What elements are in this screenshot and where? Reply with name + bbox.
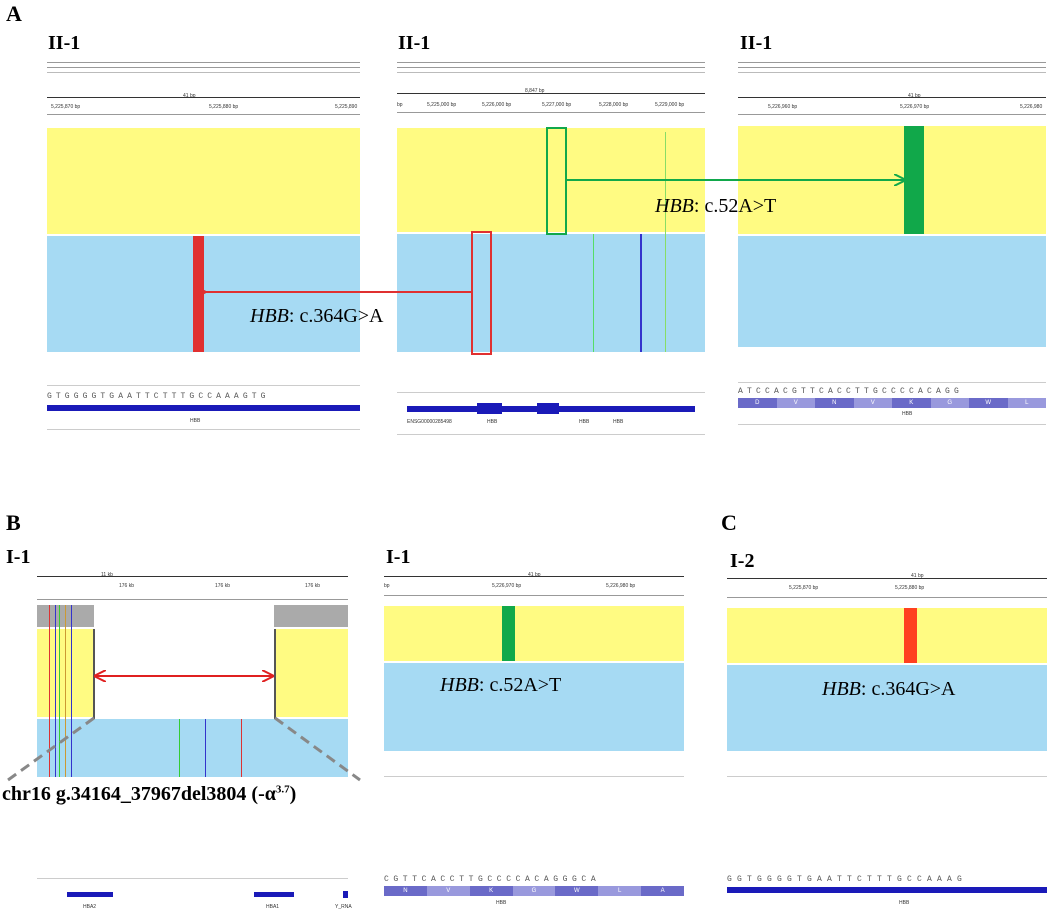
read-group-yellow bbox=[47, 128, 360, 234]
amino-acid: V bbox=[853, 398, 892, 408]
variant-column-red bbox=[904, 608, 917, 663]
span-label: 41 bp bbox=[908, 93, 921, 99]
amino-acid: G bbox=[930, 398, 969, 408]
read-group-blue bbox=[384, 663, 684, 751]
tick-label: 5,225,000 bp bbox=[427, 102, 457, 108]
amino-acid: A bbox=[641, 886, 685, 896]
span-label: 41 bp bbox=[528, 572, 541, 578]
igv-track-c: 41 bp 5,225,870 bp 5,225,880 bp GGTGGGGT… bbox=[727, 573, 1047, 915]
reference-sequence: ATCCACGTTCACCTTGCCCCACAGG bbox=[738, 387, 964, 396]
amino-acid: K bbox=[469, 886, 513, 896]
amino-acid: K bbox=[892, 398, 931, 408]
gene-label: HBB bbox=[902, 411, 913, 417]
gene-label: HBA2 bbox=[83, 904, 97, 910]
gene-label: HBB bbox=[496, 900, 507, 906]
tick-label: 176 kb bbox=[305, 583, 321, 589]
amino-acid: D bbox=[738, 398, 777, 408]
tick-label: 176 kb bbox=[119, 583, 135, 589]
amino-acid: W bbox=[969, 398, 1008, 408]
tick-label: 5,226,960 bp bbox=[768, 104, 798, 110]
gene-bar bbox=[47, 405, 360, 411]
gene-bar bbox=[254, 892, 294, 897]
amino-acid: L bbox=[1007, 398, 1046, 408]
dashed-guide-left bbox=[7, 716, 95, 782]
amino-acid: W bbox=[555, 886, 599, 896]
read-group-yellow bbox=[275, 629, 348, 717]
mutation-label-b-c52: HBB: c.52A>T bbox=[440, 674, 562, 696]
amino-acid: N bbox=[384, 886, 427, 896]
mutation-label-c52: HBB: c.52A>T bbox=[655, 195, 777, 217]
tick-label: 5,228,000 bp bbox=[599, 102, 629, 108]
track-title-a2: II-1 bbox=[398, 32, 431, 54]
tick-label: bp bbox=[384, 583, 390, 589]
span-label: 41 bp bbox=[911, 573, 924, 579]
mutation-label-c-c364: HBB: c.364G>A bbox=[822, 678, 956, 700]
gene-exon bbox=[537, 403, 559, 414]
gene-label: HBB bbox=[613, 419, 624, 425]
dashed-guide-right bbox=[274, 716, 361, 782]
tick-label: 5,225,870 bp bbox=[789, 585, 819, 591]
amino-acid: N bbox=[815, 398, 854, 408]
tick-label: 176 kb bbox=[215, 583, 231, 589]
gene-label: HBB bbox=[190, 418, 201, 424]
track-title-b2: I-1 bbox=[386, 546, 411, 568]
tick-label: 5,226,970 bp bbox=[900, 104, 930, 110]
amino-acid: V bbox=[776, 398, 815, 408]
amino-acid-track: D V N V K G W L bbox=[738, 398, 1046, 408]
panel-letter-a: A bbox=[6, 1, 22, 26]
amino-acid: G bbox=[512, 886, 556, 896]
variant-column-green bbox=[502, 606, 515, 661]
tick-label: 5,226,000 bp bbox=[482, 102, 512, 108]
read-group-yellow bbox=[727, 608, 1047, 663]
amino-acid: V bbox=[426, 886, 470, 896]
track-title-a3: II-1 bbox=[740, 32, 773, 54]
read-group-yellow bbox=[384, 606, 684, 661]
reference-sequence: GTGGGGTGAATTCTTTGCCAAAGTG bbox=[47, 392, 270, 401]
tick-label: 5,226,980 bp bbox=[606, 583, 636, 589]
span-label: 41 bp bbox=[183, 93, 196, 99]
igv-track-b2: 41 bp bp 5,226,970 bp 5,226,980 bp CGTTC… bbox=[384, 572, 685, 915]
read-group-blue bbox=[37, 719, 348, 777]
tick-label: bp bbox=[397, 102, 403, 108]
variant-column-green bbox=[904, 126, 924, 234]
tick-label: 5,225,870 bp bbox=[51, 104, 81, 110]
tick-label: 5,225,880 bp bbox=[895, 585, 925, 591]
panel-letter-b: B bbox=[6, 510, 21, 535]
igv-track-a1: 41 bp 5,225,870 bp 5,225,880 bp 5,225,89… bbox=[47, 62, 360, 440]
gene-label: Y_RNA bbox=[335, 904, 352, 910]
gene-label: HBB bbox=[899, 900, 910, 906]
gene-label: HBB bbox=[487, 419, 498, 425]
track-title-a1: II-1 bbox=[48, 32, 81, 54]
gene-bar bbox=[727, 887, 1047, 893]
mutation-label-c364: HBB: c.364G>A bbox=[250, 305, 384, 327]
read-group-blue bbox=[738, 236, 1046, 347]
tick-label: 5,229,000 bp bbox=[655, 102, 685, 108]
amino-acid: L bbox=[598, 886, 642, 896]
read-group-blue bbox=[727, 665, 1047, 751]
gene-bar bbox=[67, 892, 113, 897]
gene-label: ENSG00000285498 bbox=[407, 419, 452, 425]
tick-label: 5,225,880 bp bbox=[209, 104, 239, 110]
tick-label: 5,226,970 bp bbox=[492, 583, 522, 589]
tick-label: 5,225,890 bbox=[335, 104, 358, 110]
gene-label: HBA1 bbox=[266, 904, 280, 910]
reference-sequence: GGTGGGGTGAATTCTTTGCCAAAG bbox=[727, 875, 968, 884]
gene-label: HBB bbox=[579, 419, 590, 425]
track-title-c: I-2 bbox=[730, 550, 755, 572]
panel-letter-c: C bbox=[721, 510, 737, 535]
amino-acid-track: N V K G W L A bbox=[384, 886, 685, 896]
deletion-label: chr16 g.34164_37967del3804 (-α3.7) bbox=[2, 783, 297, 805]
span-label: 11 kb bbox=[101, 572, 113, 578]
gene-bar bbox=[343, 891, 348, 898]
track-title-b1: I-1 bbox=[6, 546, 31, 568]
span-label: 8,847 bp bbox=[525, 88, 545, 94]
tick-label: 5,227,000 bp bbox=[542, 102, 572, 108]
gene-exon bbox=[477, 403, 502, 414]
reference-sequence: CGTTCACCTTGCCCCACAGGGCA bbox=[384, 875, 601, 884]
tick-label: 5,226,980 bbox=[1020, 104, 1043, 110]
